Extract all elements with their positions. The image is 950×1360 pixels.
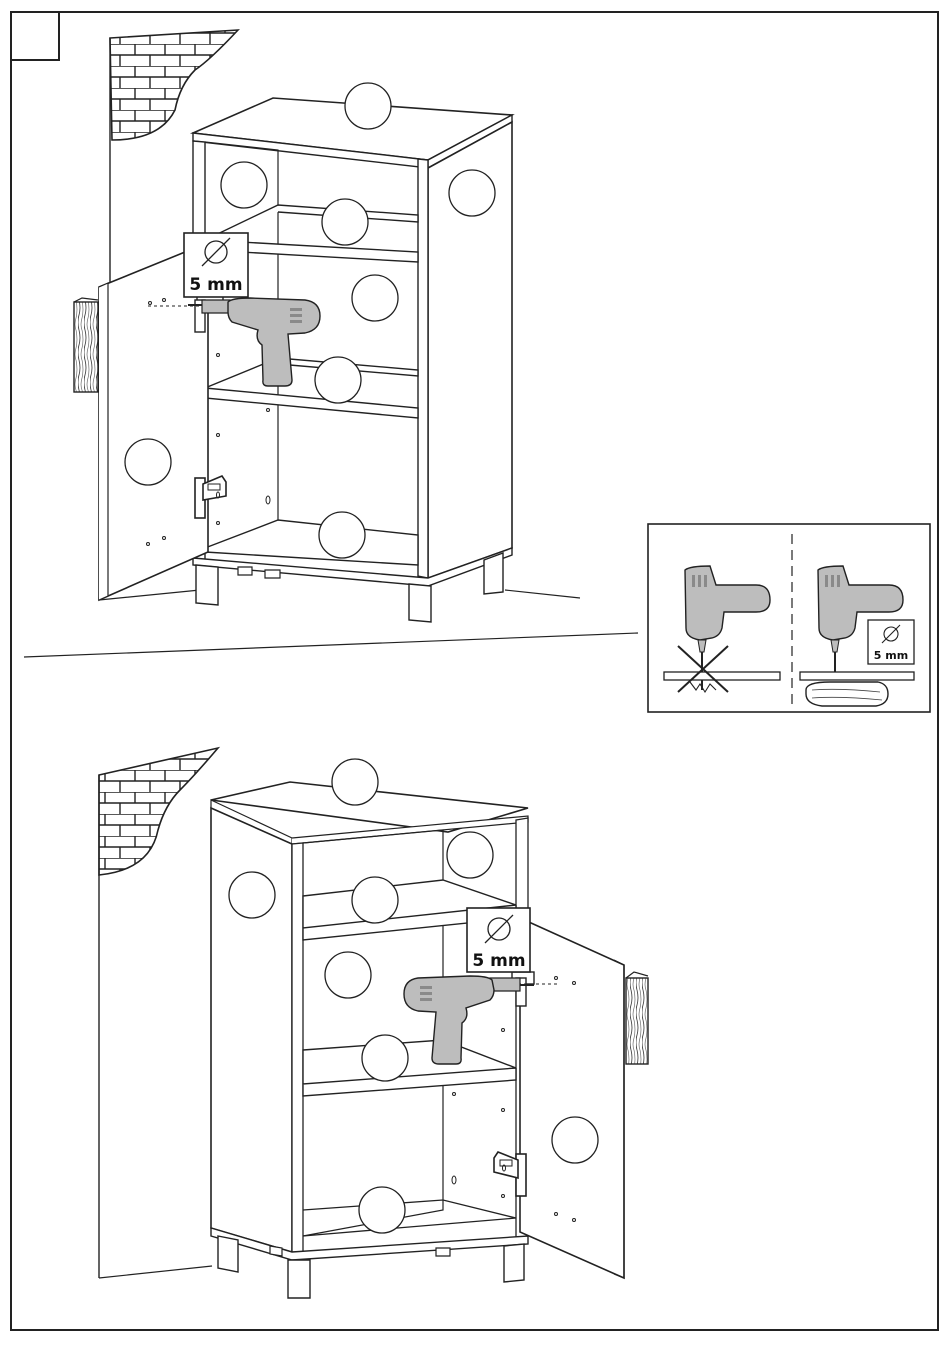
bottom-wall bbox=[99, 748, 218, 875]
bottom-leg-right bbox=[504, 1244, 524, 1282]
top-circle-mid bbox=[352, 275, 398, 321]
top-wood-block bbox=[74, 302, 98, 392]
bottom-circle-door bbox=[552, 1117, 598, 1163]
top-circle-back bbox=[221, 162, 267, 208]
section-divider bbox=[24, 633, 638, 657]
top-drill-callout: 5 mm bbox=[184, 233, 248, 297]
bottom-circle-shelf2 bbox=[362, 1035, 408, 1081]
top-circle-door bbox=[125, 439, 171, 485]
top-circle-side bbox=[449, 170, 495, 216]
top-drill-size-label: 5 mm bbox=[189, 275, 242, 295]
bottom-drill-size-label: 5 mm bbox=[472, 951, 525, 971]
top-floor-line bbox=[99, 590, 580, 600]
bottom-drill-callout: 5 mm bbox=[467, 908, 530, 972]
bottom-circle-shelf bbox=[352, 877, 398, 923]
bottom-circle-bottom bbox=[359, 1187, 405, 1233]
inset-backing-block bbox=[806, 682, 888, 706]
top-door bbox=[99, 250, 208, 600]
top-door-edge bbox=[99, 283, 108, 600]
bottom-circle-side bbox=[229, 872, 275, 918]
top-leg-back-right bbox=[484, 553, 503, 594]
bottom-hinge-lower bbox=[494, 1152, 526, 1196]
bottom-wood-block bbox=[626, 978, 648, 1064]
inset-correct-board bbox=[800, 672, 914, 680]
top-circle-bottom bbox=[319, 512, 365, 558]
top-hinge-lower bbox=[195, 476, 226, 518]
top-scene: 5 mm bbox=[74, 30, 580, 622]
top-cabinet-bottom bbox=[205, 520, 418, 565]
inset-wrong-board bbox=[664, 672, 780, 680]
top-shelf-2 bbox=[205, 358, 418, 418]
bottom-circle-mid bbox=[325, 952, 371, 998]
top-circle-shelf2 bbox=[315, 357, 361, 403]
top-cabinet-right-edge bbox=[418, 159, 428, 578]
bottom-scene: 5 mm bbox=[99, 748, 648, 1298]
bottom-shelf-2 bbox=[303, 1040, 516, 1096]
bottom-floor-line bbox=[99, 1266, 212, 1278]
bottom-circle-top bbox=[332, 759, 378, 805]
bottom-door bbox=[520, 918, 624, 1278]
top-leg-front-right bbox=[409, 584, 431, 622]
top-circle-top bbox=[345, 83, 391, 129]
bottom-leg-left bbox=[218, 1236, 238, 1272]
top-leg-front-left bbox=[196, 565, 218, 605]
bottom-leg-front bbox=[288, 1260, 310, 1298]
inset-drill-size-label: 5 mm bbox=[874, 649, 908, 662]
top-circle-shelf bbox=[322, 199, 368, 245]
bottom-circle-back bbox=[447, 832, 493, 878]
step-number-box bbox=[11, 12, 59, 60]
drill-technique-inset: 5 mm bbox=[648, 524, 930, 712]
